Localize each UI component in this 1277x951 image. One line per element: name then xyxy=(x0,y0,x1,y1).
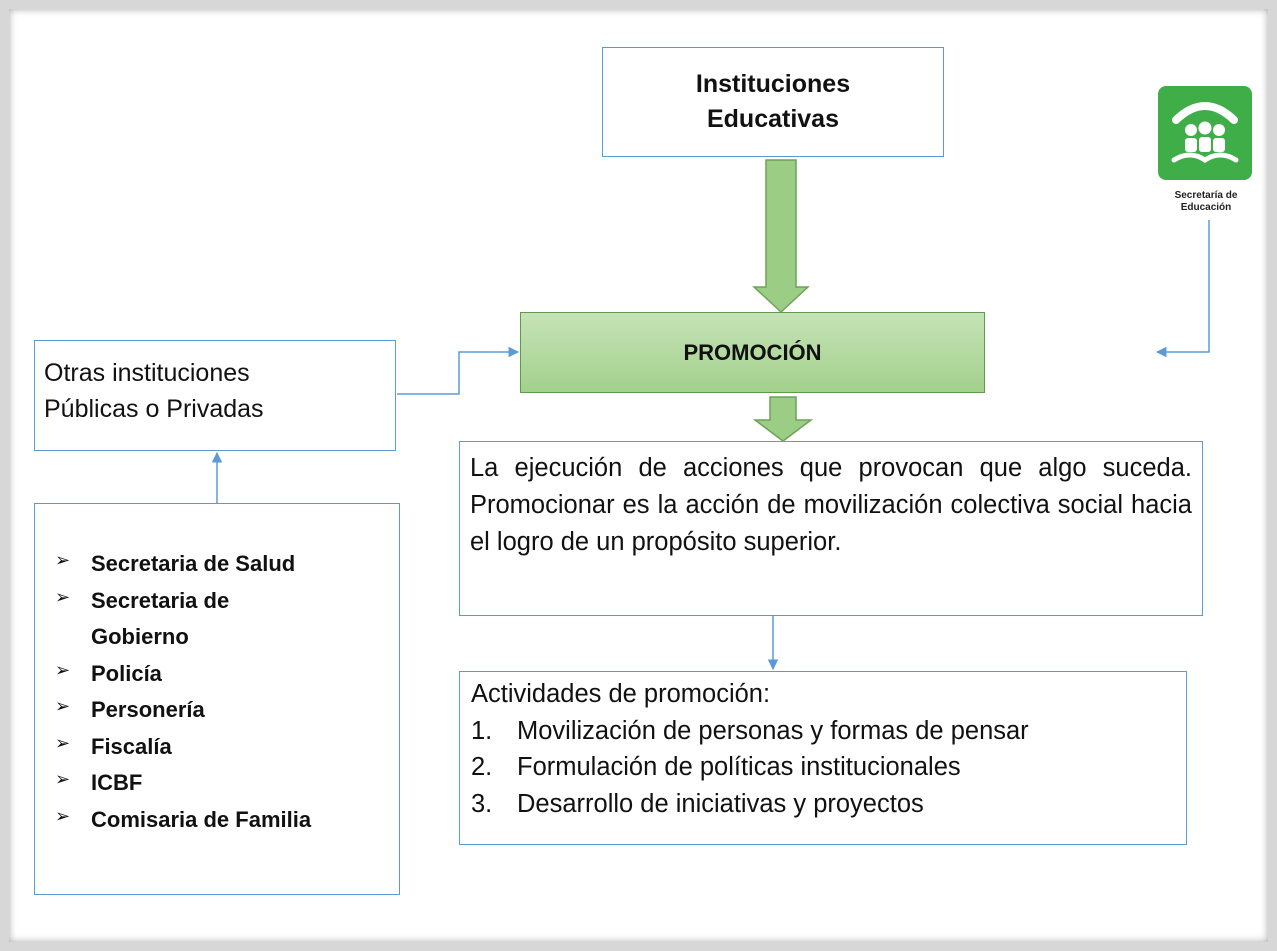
list-item: ➢ Comisaria de Familia xyxy=(55,802,399,839)
instituciones-educativas-box: Instituciones Educativas xyxy=(602,47,944,157)
actividad-number: 2. xyxy=(471,753,493,782)
promocion-title: PROMOCIÓN xyxy=(683,339,822,365)
list-item-text: Personería xyxy=(91,697,205,723)
otras-instituciones-line-2: Públicas o Privadas xyxy=(44,395,264,424)
actividad-text: Movilización de personas y formas de pen… xyxy=(517,716,1029,745)
list-item: ➢ Personería xyxy=(55,692,399,729)
logo-caption: Secretaría de Educación xyxy=(1150,190,1262,214)
list-item: ➢ Policía xyxy=(55,656,399,693)
list-item-text: Gobierno xyxy=(91,624,189,650)
list-item: ➢ ICBF xyxy=(55,765,399,802)
list-item-text: Comisaria de Familia xyxy=(91,806,312,832)
instituciones-educativas-title: Instituciones Educativas xyxy=(695,70,851,133)
logo-caption-line-2: Educación xyxy=(1180,202,1232,213)
arrow-bullet-icon: ➢ xyxy=(55,732,71,753)
actividad-number: 3. xyxy=(471,790,493,819)
list-item-text: Fiscalía xyxy=(91,733,172,759)
otras-instituciones-line-1: Otras instituciones xyxy=(44,359,250,387)
promocion-box: PROMOCIÓN xyxy=(520,312,985,393)
connector-otras-to-promocion xyxy=(397,346,520,395)
arrow-promocion-to-definicion xyxy=(752,396,814,442)
arrow-bullet-icon: ➢ xyxy=(55,659,71,680)
instituciones-list: ➢ Secretaria de Salud ➢ Secretaria de Go… xyxy=(55,546,399,838)
list-item-text: ICBF xyxy=(91,770,143,796)
instituciones-list-box: ➢ Secretaria de Salud ➢ Secretaria de Go… xyxy=(34,503,400,895)
arrow-instituciones-to-promocion xyxy=(752,159,810,314)
arrow-bullet-icon: ➢ xyxy=(55,586,71,607)
secretaria-educacion-logo xyxy=(1158,86,1252,180)
definicion-text: La ejecución de acciones que provocan qu… xyxy=(470,454,1192,556)
list-item-text: Policía xyxy=(91,660,162,686)
list-item: ➢ Secretaria de Salud xyxy=(55,546,399,583)
people-book-icon xyxy=(1171,102,1239,164)
arrow-bullet-icon: ➢ xyxy=(55,696,71,717)
definicion-box: La ejecución de acciones que provocan qu… xyxy=(459,441,1203,616)
list-item: ➢ Fiscalía xyxy=(55,729,399,766)
list-item-text: Secretaria de xyxy=(91,587,230,613)
actividades-box: Actividades de promoción: 1. Movilizació… xyxy=(459,671,1187,845)
actividad-text: Formulación de políticas institucionales xyxy=(517,753,961,782)
actividad-item: 3. Desarrollo de iniciativas y proyectos xyxy=(471,786,1186,823)
connector-logo-to-promocion xyxy=(1155,220,1210,358)
actividades-heading: Actividades de promoción: xyxy=(471,680,771,708)
otras-instituciones-box: Otras instituciones Públicas o Privadas xyxy=(34,340,396,451)
actividad-item: 1. Movilización de personas y formas de … xyxy=(471,713,1186,750)
actividad-item: 2. Formulación de políticas instituciona… xyxy=(471,749,1186,786)
logo-caption-line-1: Secretaría de xyxy=(1174,190,1238,201)
arrow-bullet-icon: ➢ xyxy=(55,805,71,826)
list-item: ➢ Secretaria de Gobierno xyxy=(55,583,399,656)
list-item-text: Secretaria de Salud xyxy=(91,551,296,576)
actividad-number: 1. xyxy=(471,716,493,745)
arrow-bullet-icon: ➢ xyxy=(55,550,71,570)
actividad-text: Desarrollo de iniciativas y proyectos xyxy=(517,790,924,819)
arrow-bullet-icon: ➢ xyxy=(55,769,71,790)
